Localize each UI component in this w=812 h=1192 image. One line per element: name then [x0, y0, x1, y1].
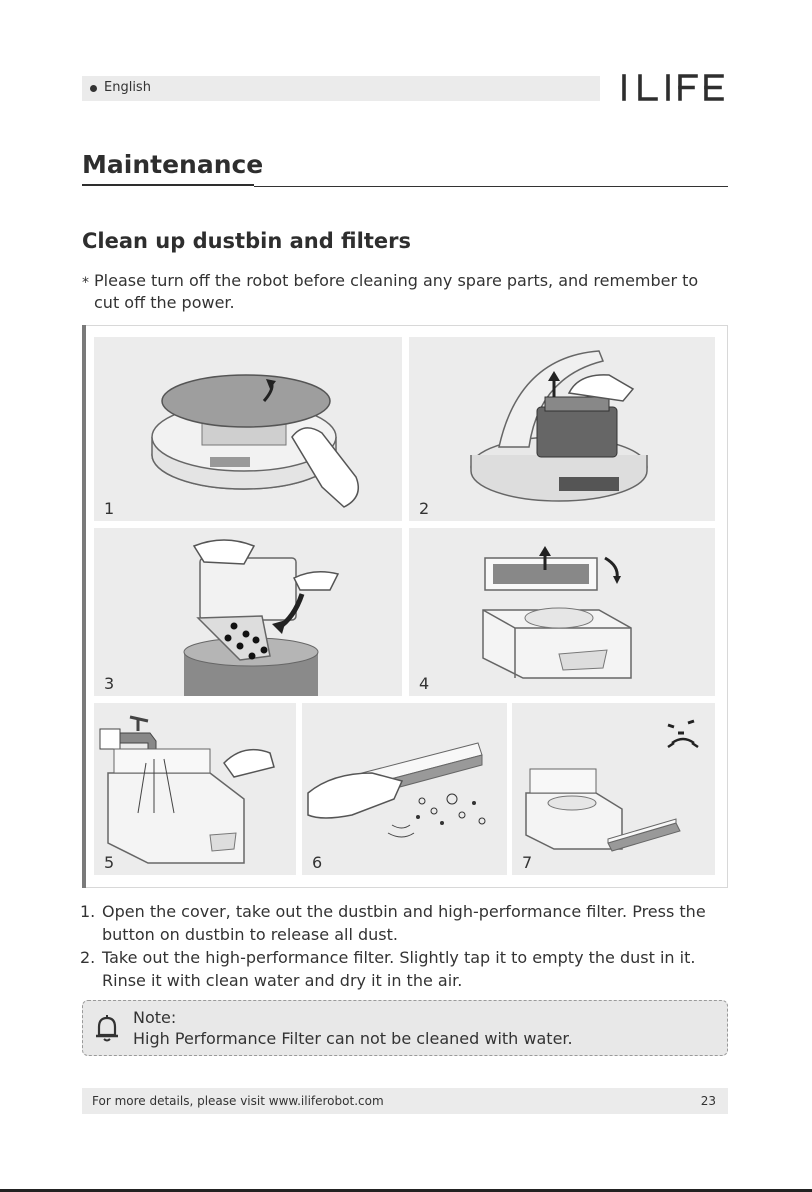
remove-dustbin-illustration — [470, 350, 648, 502]
language-label: English — [104, 80, 151, 95]
note-box: Note: High Performance Filter can not be… — [82, 1000, 728, 1056]
remove-filter-illustration — [482, 546, 632, 679]
tap-filter-illustration — [307, 742, 486, 838]
section-subtitle: Clean up dustbin and filters — [82, 229, 411, 253]
page-number: 23 — [700, 1094, 716, 1108]
step-number: 2 — [419, 499, 430, 518]
step-panel-5: 5 — [94, 703, 296, 875]
instruction-item: 1. Open the cover, take out the dustbin … — [80, 900, 740, 946]
empty-dustbin-illustration — [183, 539, 340, 696]
footer-bar: For more details, please visit www.ilife… — [82, 1088, 728, 1114]
asterisk-marker: * — [82, 275, 89, 291]
language-bar: English — [82, 76, 600, 101]
page-title: Maintenance — [82, 150, 264, 179]
instruction-text: Open the cover, take out the dustbin and… — [102, 902, 706, 944]
ilife-logo — [622, 74, 724, 101]
instruction-text: Take out the high-performance filter. Sl… — [102, 948, 696, 990]
instruction-list: 1. Open the cover, take out the dustbin … — [80, 900, 740, 992]
step-number: 6 — [312, 853, 323, 872]
robot-open-lid-illustration — [151, 374, 359, 508]
title-divider — [254, 186, 728, 187]
note-text: High Performance Filter can not be clean… — [133, 1029, 573, 1048]
step-panel-3: 3 — [94, 528, 402, 696]
note-label: Note: — [133, 1008, 177, 1027]
step-number: 5 — [104, 853, 115, 872]
step-panel-1: 1 — [94, 337, 402, 521]
step-number: 3 — [104, 674, 115, 693]
figure-side-band — [82, 325, 86, 888]
rinse-dustbin-illustration — [99, 715, 275, 864]
bell-icon — [96, 1015, 118, 1042]
instruction-number: 2. — [80, 948, 96, 967]
bullet-dot-icon — [90, 85, 97, 92]
dry-parts-illustration — [525, 719, 699, 852]
step-panel-2: 2 — [409, 337, 715, 521]
intro-text: Please turn off the robot before cleanin… — [94, 271, 699, 312]
step-panel-7: 7 — [512, 703, 715, 875]
step-panel-6: 6 — [302, 703, 507, 875]
instruction-item: 2. Take out the high-performance filter.… — [80, 946, 740, 992]
step-number: 1 — [104, 499, 115, 518]
step-panel-4: 4 — [409, 528, 715, 696]
instruction-number: 1. — [80, 902, 96, 921]
step-number: 7 — [522, 853, 533, 872]
bottom-edge-rule — [0, 1189, 812, 1192]
step-number: 4 — [419, 674, 430, 693]
footer-website-text: For more details, please visit www.ilife… — [92, 1094, 384, 1108]
title-underline — [82, 184, 254, 186]
